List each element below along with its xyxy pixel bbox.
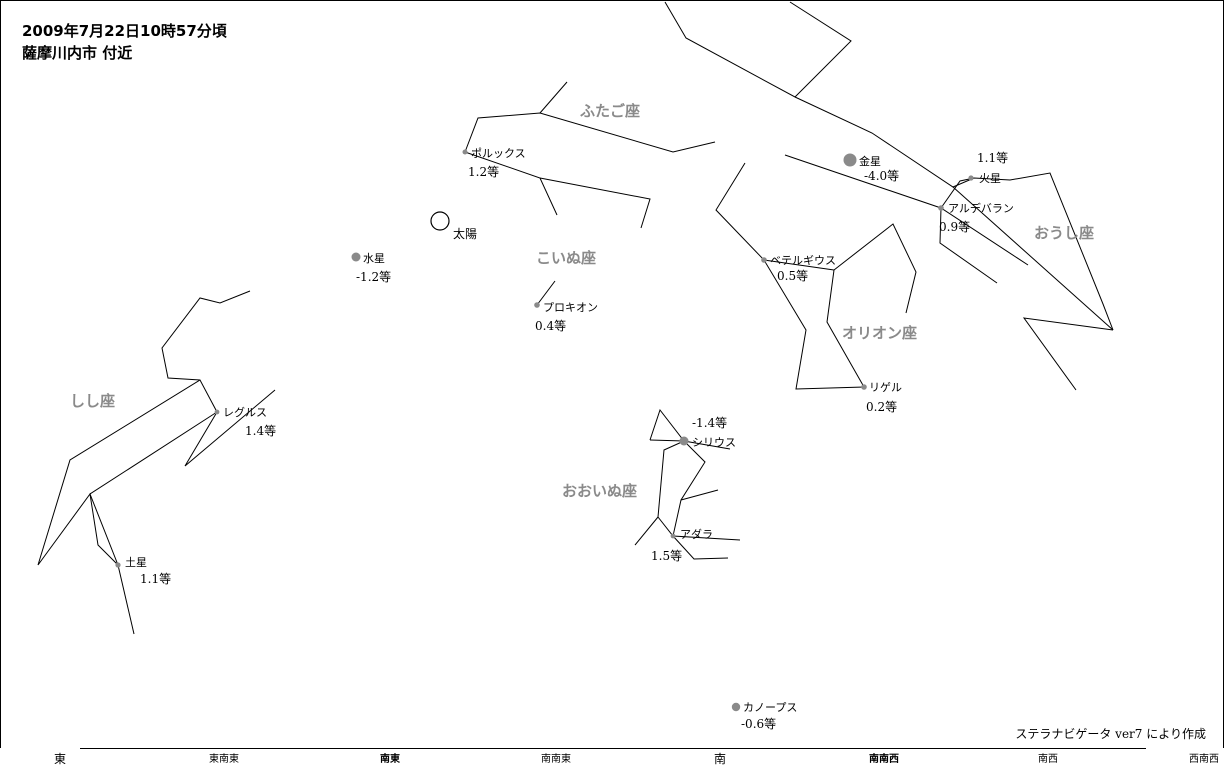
star-sirius-name: シリウス xyxy=(692,436,736,449)
constellation-label-taurus: おうし座 xyxy=(1034,224,1094,242)
constellation-label-canis-major: おおいぬ座 xyxy=(562,482,637,500)
direction-label-ssw: 南南西 xyxy=(869,754,899,765)
star-rigel-name: リゲル xyxy=(869,381,902,394)
line-cmi xyxy=(536,280,556,306)
star-adhara-mag: 1.5等 xyxy=(651,549,682,563)
line-leo-2 xyxy=(184,389,276,467)
constellation-label-gemini: ふたご座 xyxy=(580,102,640,120)
constellation-label-orion: オリオン座 xyxy=(842,324,917,342)
star-sirius-mag: -1.4等 xyxy=(692,416,727,430)
star-pollux-marker xyxy=(462,149,468,155)
line-leo-1 xyxy=(89,290,251,635)
star-betelgeuse-name: ベテルギウス xyxy=(770,254,836,267)
horizon-bar xyxy=(0,748,1224,767)
star-adhara-name: アダラ xyxy=(680,527,713,541)
star-procyon-name: プロキオン xyxy=(543,301,598,314)
star-procyon-marker xyxy=(534,302,540,308)
direction-label-sse: 南南東 xyxy=(541,754,571,765)
star-canopus-marker xyxy=(731,702,741,712)
location-label: 薩摩川内市 付近 xyxy=(22,44,133,62)
planet-saturn-mag: 1.1等 xyxy=(140,572,171,586)
line-cma-4 xyxy=(634,440,685,546)
line-gemini-1 xyxy=(539,81,568,114)
line-orion-1 xyxy=(715,162,917,390)
planet-mars-name: 火星 xyxy=(979,172,1001,185)
planet-mars-marker xyxy=(968,175,974,181)
planet-saturn-marker xyxy=(115,562,121,568)
star-betelgeuse-marker xyxy=(761,257,767,263)
line-taurus-5 xyxy=(952,186,1114,331)
line-gemini-3 xyxy=(464,151,558,216)
datetime-label: 2009年7月22日10時57分頃 xyxy=(22,22,227,40)
line-cma-3 xyxy=(680,489,719,501)
line-gemini-4 xyxy=(539,177,651,229)
star-pollux-name: ポルックス xyxy=(471,147,526,160)
direction-label-sw: 南西 xyxy=(1038,754,1058,765)
star-rigel-mag: 0.2等 xyxy=(866,400,897,414)
direction-label-wsw: 西南西 xyxy=(1189,754,1219,765)
planet-mercury-marker xyxy=(351,252,361,262)
star-pollux-mag: 1.2等 xyxy=(468,165,499,179)
direction-label-e: 東 xyxy=(53,752,67,766)
line-upper-1 xyxy=(664,1,852,98)
credit-label: ステラナビゲータ ver7 により作成 xyxy=(1015,727,1206,741)
planet-venus-marker xyxy=(843,153,857,167)
line-orion-2 xyxy=(763,259,835,271)
planet-venus-name: 金星 xyxy=(859,154,881,168)
direction-label-ese: 東南東 xyxy=(209,754,239,765)
line-leo-3 xyxy=(37,379,201,566)
sun-name: 太陽 xyxy=(453,226,477,241)
star-sirius-marker xyxy=(679,436,689,446)
constellation-label-canis-minor: こいぬ座 xyxy=(536,249,596,267)
map-header: 2009年7月22日10時57分頃 薩摩川内市 付近 xyxy=(22,20,227,64)
star-regulus-mag: 1.4等 xyxy=(245,424,276,438)
planet-mercury-mag: -1.2等 xyxy=(356,270,391,284)
line-upper-2 xyxy=(794,96,1114,331)
star-aldebaran-mag: 0.9等 xyxy=(939,220,970,234)
planet-mercury-name: 水星 xyxy=(363,252,385,265)
line-cma-2 xyxy=(649,439,741,541)
constellation-label-leo: しし座 xyxy=(70,392,115,410)
line-cma-1 xyxy=(649,408,731,450)
direction-label-se: 南東 xyxy=(380,754,400,765)
star-rigel-marker xyxy=(861,384,867,390)
star-aldebaran-marker xyxy=(938,205,944,211)
line-cma-5 xyxy=(657,516,729,560)
sun-icon xyxy=(430,211,450,231)
star-regulus-name: レグルス xyxy=(223,405,267,419)
line-taurus-4 xyxy=(1022,317,1114,391)
planet-mars-mag: 1.1等 xyxy=(977,151,1008,165)
star-regulus-marker xyxy=(214,409,220,415)
constellation-lines xyxy=(37,1,1114,635)
star-aldebaran-name: アルデバラン xyxy=(948,201,1014,215)
line-taurus-3 xyxy=(939,207,998,284)
star-betelgeuse-mag: 0.5等 xyxy=(777,269,808,283)
line-gemini-2 xyxy=(464,112,716,153)
star-adhara-marker xyxy=(670,533,676,539)
horizon-line xyxy=(80,748,1146,749)
star-procyon-mag: 0.4等 xyxy=(535,319,566,333)
planet-saturn-name: 土星 xyxy=(125,556,147,569)
planet-venus-mag: -4.0等 xyxy=(864,169,899,183)
star-canopus-mag: -0.6等 xyxy=(741,717,776,731)
star-canopus-name: カノープス xyxy=(743,701,797,714)
direction-label-s: 南 xyxy=(713,752,727,766)
